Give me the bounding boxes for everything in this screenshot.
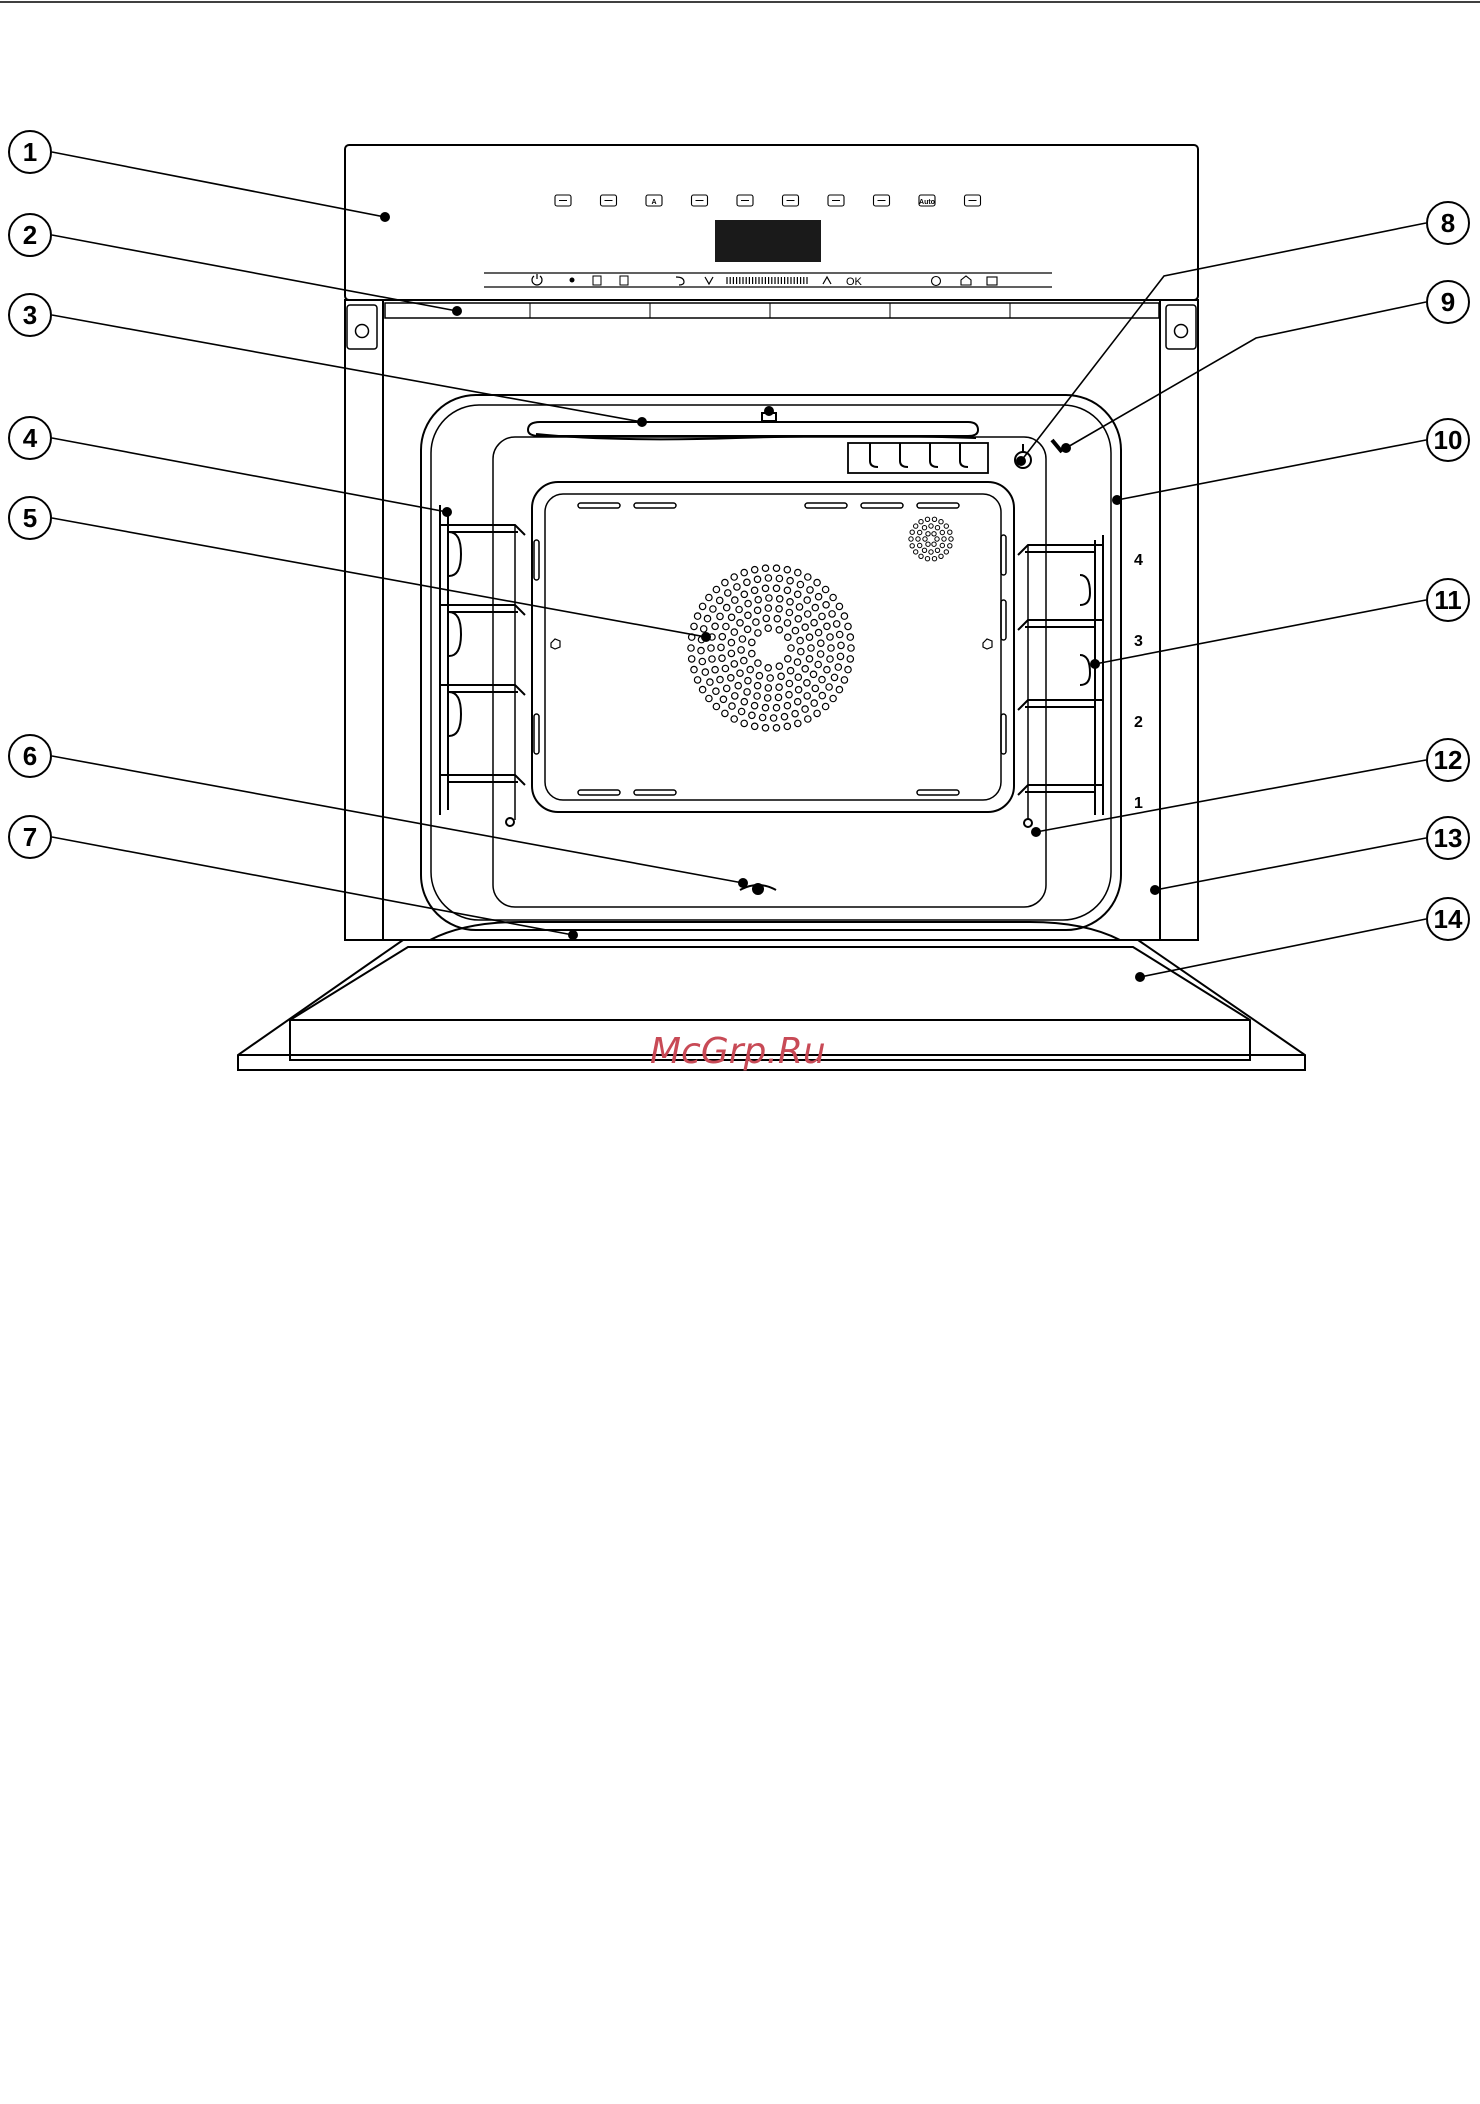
- callout-14-number: 14: [1434, 904, 1463, 934]
- callout-11: 11: [1090, 579, 1469, 669]
- shelf-level-4: 4: [1134, 552, 1143, 569]
- auto-programme-icon[interactable]: Auto: [919, 195, 935, 206]
- callout-6-number: 6: [23, 741, 37, 771]
- callout-13-number: 13: [1434, 823, 1463, 853]
- callout-7-dot: [568, 930, 578, 940]
- callout-1-leader: [52, 152, 385, 217]
- top-bottom-heat-icon[interactable]: [692, 195, 708, 206]
- power-icon[interactable]: [532, 274, 542, 285]
- timer-icon[interactable]: [932, 277, 941, 286]
- back-panel: [532, 482, 1014, 812]
- callout-5-dot: [701, 632, 711, 642]
- callout-7-leader: [52, 837, 573, 935]
- callout-1-dot: [380, 212, 390, 222]
- callout-12: 12: [1031, 739, 1469, 837]
- callout-10-leader: [1117, 440, 1426, 500]
- display-screen: [715, 220, 821, 262]
- oven-housing: [345, 145, 1198, 940]
- callout-8-leader: [1021, 223, 1426, 461]
- oven-cavity: [421, 395, 1121, 930]
- callout-13-dot: [1150, 885, 1160, 895]
- callout-9-dot: [1061, 443, 1071, 453]
- callout-13-leader: [1155, 838, 1426, 890]
- ok-button-label[interactable]: OK: [846, 276, 863, 288]
- callout-8-dot: [1016, 456, 1026, 466]
- shelf-level-2: 2: [1134, 714, 1143, 731]
- callout-3: 3: [9, 294, 647, 427]
- right-side-runners: [1018, 535, 1103, 827]
- callout-3-number: 3: [23, 300, 37, 330]
- callout-4-number: 4: [23, 423, 38, 453]
- popular-icon[interactable]: [620, 276, 628, 285]
- callout-11-leader: [1095, 600, 1426, 664]
- mode-button-row: A Auto: [555, 195, 981, 206]
- callout-6-dot: [738, 878, 748, 888]
- callout-4-leader: [52, 438, 447, 512]
- shelf-level-3: 3: [1134, 633, 1143, 650]
- callout-1-number: 1: [23, 137, 37, 167]
- callout-9: 9: [1061, 281, 1469, 453]
- shelf-level-numbers: 4 3 2 1: [1134, 552, 1143, 812]
- auto-roast-icon[interactable]: A: [646, 195, 662, 206]
- callout-3-dot: [637, 417, 647, 427]
- callout-4: 4: [9, 417, 452, 517]
- callout-4-dot: [442, 507, 452, 517]
- intensive-bake-icon[interactable]: [828, 195, 844, 206]
- callout-8: 8: [1016, 202, 1469, 466]
- callout-5-leader: [52, 518, 706, 637]
- auto-programme-icon-label: Auto: [919, 199, 935, 206]
- down-arrow-icon[interactable]: [705, 277, 713, 284]
- shelf-level-1: 1: [1134, 795, 1143, 812]
- top-heating-element: [528, 407, 988, 473]
- callout-11-number: 11: [1434, 585, 1462, 615]
- callout-12-number: 12: [1434, 745, 1463, 775]
- control-panel: A Auto OK: [484, 195, 1052, 288]
- favourites-icon[interactable]: [593, 276, 601, 285]
- maintenance-icon[interactable]: [965, 195, 981, 206]
- callout-2-dot: [452, 306, 462, 316]
- callout-10-number: 10: [1434, 425, 1463, 455]
- callout-5: 5: [9, 497, 711, 642]
- callout-2-number: 2: [23, 220, 37, 250]
- callout-10-dot: [1112, 495, 1122, 505]
- bottom-heat-icon[interactable]: [737, 195, 753, 206]
- up-arrow-icon[interactable]: [823, 277, 831, 284]
- callout-9-number: 9: [1441, 287, 1455, 317]
- callout-14-leader: [1140, 919, 1426, 977]
- auto-roast-icon-label: A: [651, 199, 656, 206]
- slider-scale-icon[interactable]: [727, 277, 807, 284]
- home-icon[interactable]: [961, 276, 971, 285]
- moisture-vent-holes: [909, 517, 953, 561]
- callout-10: 10: [1112, 419, 1469, 505]
- defrost-icon[interactable]: [874, 195, 890, 206]
- callout-14-dot: [1135, 972, 1145, 982]
- callout-12-dot: [1031, 827, 1041, 837]
- callout-1: 1: [9, 131, 390, 222]
- callout-11-dot: [1090, 659, 1100, 669]
- back-icon[interactable]: [676, 277, 684, 285]
- watermark: McGrp.Ru: [650, 1031, 826, 1072]
- fan-icon[interactable]: [601, 195, 617, 206]
- callout-6-leader: [52, 756, 743, 883]
- callout-5-number: 5: [23, 503, 37, 533]
- light-icon[interactable]: [570, 278, 575, 283]
- callout-2-leader: [52, 235, 457, 311]
- settings-icon[interactable]: [987, 277, 997, 285]
- fan-plus-icon[interactable]: [555, 195, 571, 206]
- callout-9-leader: [1066, 302, 1426, 448]
- callout-8-number: 8: [1441, 208, 1455, 238]
- grill-icon[interactable]: [783, 195, 799, 206]
- fan-cover-perforation: [688, 565, 854, 731]
- left-side-runners: [440, 505, 525, 826]
- callout-7-number: 7: [23, 822, 37, 852]
